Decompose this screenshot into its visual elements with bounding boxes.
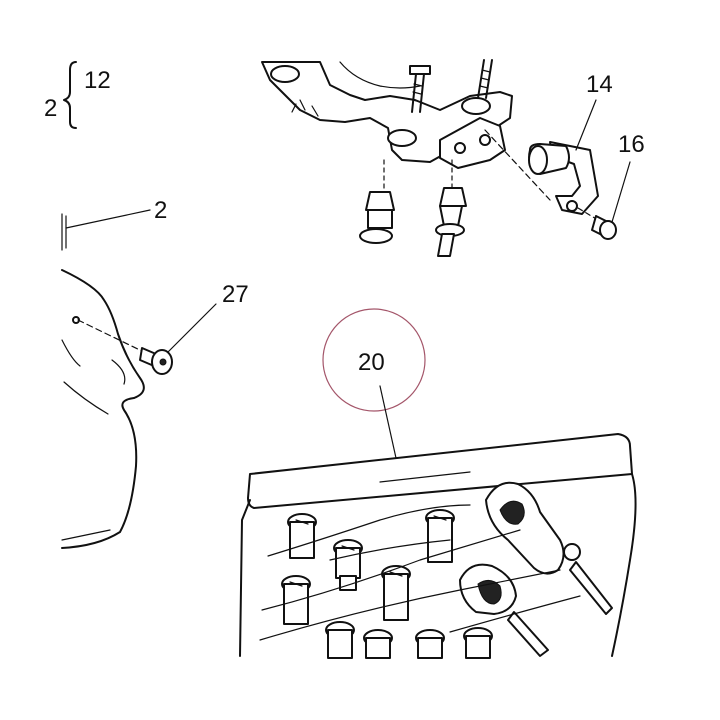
fairing-outline-upper xyxy=(61,269,145,399)
mount-hole-left xyxy=(270,65,300,83)
cylinder-6 xyxy=(325,621,355,659)
clamp-block xyxy=(439,117,506,169)
bolt-left-body xyxy=(367,209,393,229)
leader-27 xyxy=(167,303,217,353)
top-screws xyxy=(409,59,493,113)
key-2 xyxy=(459,563,549,657)
mount-hole-center xyxy=(387,129,417,147)
label-12: 12 xyxy=(84,67,111,94)
screw-threads-left xyxy=(412,83,423,103)
fairing-crease-3 xyxy=(63,381,109,415)
leader-2 xyxy=(65,209,151,229)
key-2-grip xyxy=(477,580,502,605)
label-16: 16 xyxy=(618,131,645,158)
screw-head-left xyxy=(409,65,431,75)
key-2-blade xyxy=(507,611,549,657)
top-bracket-assembly xyxy=(261,61,551,201)
cylinder-1 xyxy=(287,513,317,559)
cylinder-2 xyxy=(333,539,363,591)
bolt-right-body xyxy=(439,205,463,227)
label-14: 14 xyxy=(586,71,613,98)
label-partial-2: 2 xyxy=(44,95,57,122)
fairing-crease-4 xyxy=(61,529,111,541)
leader-16 xyxy=(611,161,631,223)
cylinder-5 xyxy=(425,509,455,563)
lock-cylinders xyxy=(281,509,493,659)
screw-27-recess xyxy=(159,358,167,366)
screw-threads-right xyxy=(479,69,491,89)
switch-bracket-hole xyxy=(566,200,578,212)
fairing-crease-2 xyxy=(111,359,126,385)
package-header xyxy=(247,433,633,509)
package-right-edge xyxy=(611,473,637,657)
label-20: 20 xyxy=(358,349,385,376)
clamp-pin-1 xyxy=(454,142,466,154)
label-2: 2 xyxy=(154,197,167,224)
bolt-left-hex xyxy=(365,191,395,211)
key-1-head xyxy=(485,481,565,575)
bolt-right-hex xyxy=(439,187,467,207)
lower-bolts xyxy=(359,159,467,257)
part-16-screw: 16 xyxy=(577,131,645,240)
mount-hole-right xyxy=(461,97,491,115)
panel-edge-top xyxy=(61,213,67,251)
side-fairing xyxy=(61,269,145,549)
leader-14 xyxy=(575,99,597,151)
screw-16-head xyxy=(599,220,617,240)
package-left-edge xyxy=(239,499,251,657)
lock-kit-package xyxy=(239,433,637,659)
callout-12: 12 2 xyxy=(44,61,111,129)
part-14-switch: 14 xyxy=(528,71,613,215)
bolt-right-tip xyxy=(437,233,455,257)
leader-dashed-14 xyxy=(484,129,551,201)
screw-27-axis xyxy=(77,319,149,355)
label-27: 27 xyxy=(222,281,249,308)
screw-shank-right xyxy=(477,59,493,99)
switch-cylinder-end xyxy=(528,145,548,175)
bracket-teeth xyxy=(291,99,319,117)
package-contour-lines xyxy=(259,504,581,641)
key-1-ring-hole xyxy=(563,543,581,561)
cylinder-8 xyxy=(415,629,445,659)
screw-shank-left xyxy=(411,73,425,113)
fairing-crease-1 xyxy=(61,339,81,367)
leader-20 xyxy=(379,385,397,459)
part-2-panel: 2 xyxy=(61,197,167,251)
key-1-blade xyxy=(569,561,613,615)
brace-bracket xyxy=(63,61,77,129)
highlight-circle-20 xyxy=(322,308,426,412)
bolt-left-flange xyxy=(359,228,393,244)
cylinder-7 xyxy=(363,629,393,659)
part-27-screw: 27 xyxy=(77,281,249,375)
clamp-pin-2 xyxy=(479,134,491,146)
fairing-outline-lower xyxy=(61,397,138,549)
part-20-callout: 20 xyxy=(322,308,426,459)
cylinder-3 xyxy=(281,575,311,625)
cylinder-4 xyxy=(381,565,411,621)
key-1 xyxy=(485,481,613,615)
cylinder-9 xyxy=(463,627,493,659)
bracket-contour xyxy=(339,61,421,89)
key-1-grip xyxy=(499,500,525,525)
package-header-detail xyxy=(379,471,471,483)
